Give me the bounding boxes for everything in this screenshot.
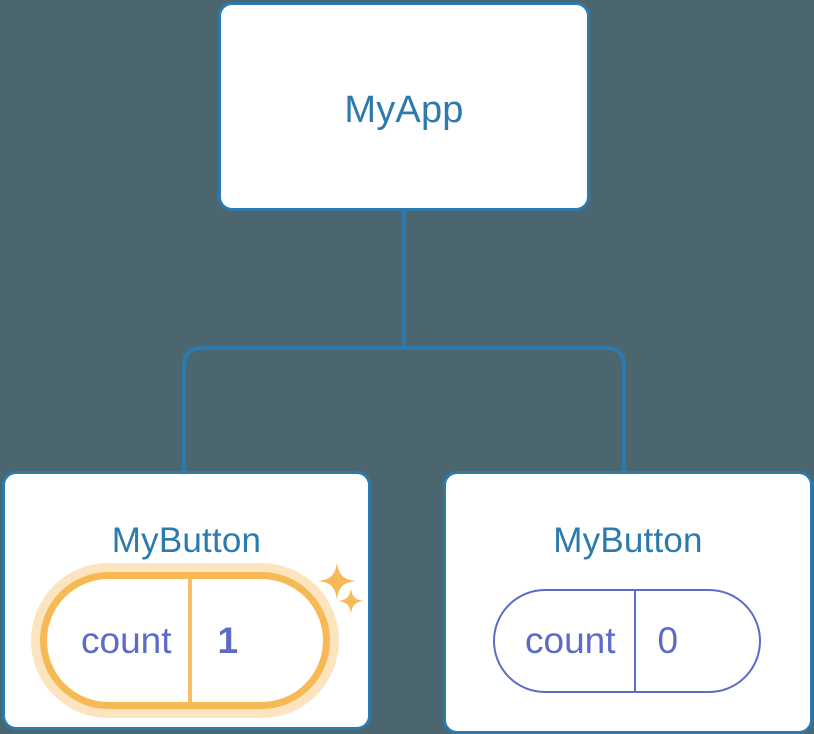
sparkle-small-icon [338,588,364,614]
node-mybutton-left-title: MyButton [111,521,262,560]
node-mybutton-right-title: MyButton [553,521,703,560]
state-key-label: count [81,619,172,661]
state-value-label: 0 [633,591,709,691]
state-key-label: count [525,620,616,661]
node-myapp-title: MyApp [344,89,464,131]
state-pill-count-left[interactable]: count 1 [40,572,330,709]
state-pill-count-right[interactable]: count 0 [493,589,761,693]
connector-branch-left [182,346,406,473]
sparkle-large-icon [318,562,356,600]
connector-branch-right [402,346,626,473]
node-myapp[interactable]: MyApp [218,2,590,211]
state-value-label: 1 [187,579,273,702]
